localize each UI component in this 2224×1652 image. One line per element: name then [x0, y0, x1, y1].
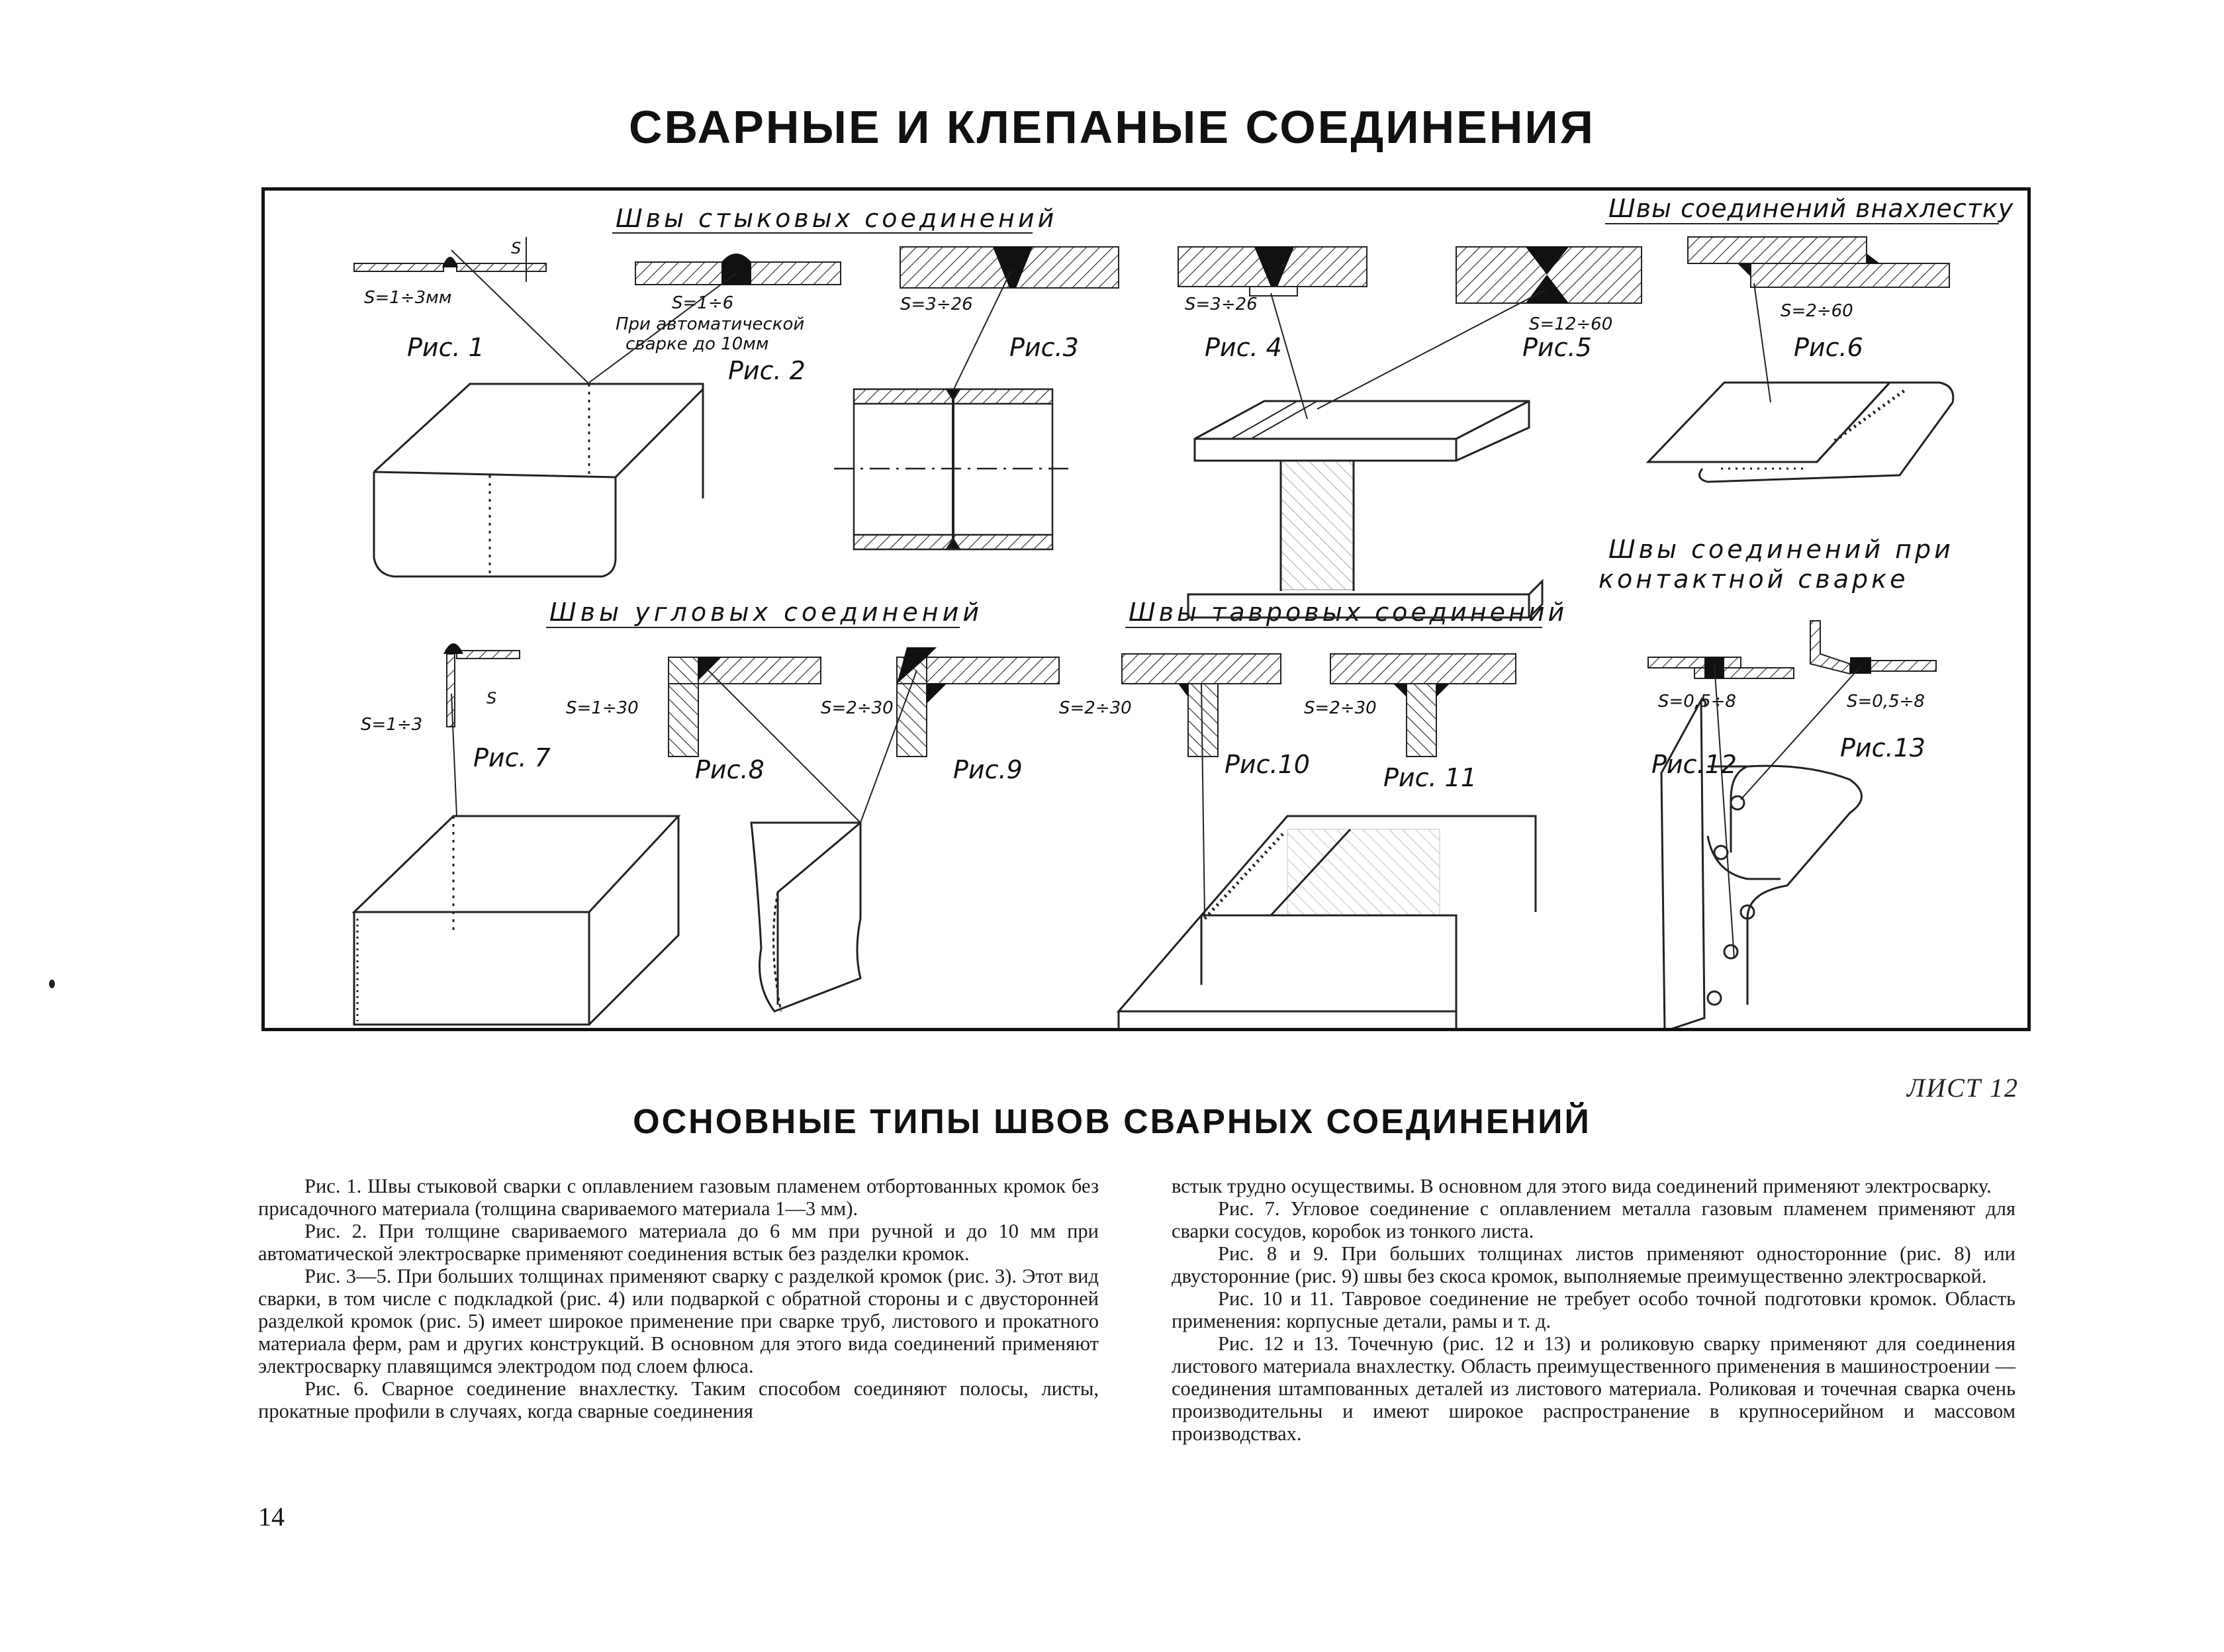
fig6-pointer	[1753, 283, 1771, 403]
fig8-dim: S=1÷30	[566, 698, 639, 718]
section-contact-title-2: контактной сварке	[1598, 565, 1908, 594]
fig10-section	[1121, 653, 1281, 757]
paragraph: Рис. 6. Сварное соединение внахлестку. Т…	[258, 1377, 1099, 1422]
paragraph: Рис. 3—5. При больших толщинах применяют…	[258, 1265, 1099, 1377]
fig3-tube	[834, 388, 1072, 551]
fig7-label: Рис. 7	[473, 743, 551, 772]
fig5-dim: S=12÷60	[1529, 314, 1612, 334]
illustration-frame: Швы стыковых соединений Швы соединений в…	[261, 187, 2031, 1031]
text-column-left: Рис. 1. Швы стыковой сварки с оплавление…	[258, 1175, 1099, 1422]
fig11-dim: S=2÷30	[1304, 698, 1377, 718]
fig12-section	[1647, 657, 1794, 679]
page-title: СВАРНЫЕ И КЛЕПАНЫЕ СОЕДИНЕНИЯ	[629, 101, 1595, 153]
fig6-dim: S=2÷60	[1781, 301, 1853, 321]
fig13-pointer	[1740, 666, 1861, 800]
fig4-5-i-beam	[1187, 400, 1544, 619]
paragraph: Рис. 12 и 13. Точечную (рис. 12 и 13) и …	[1172, 1332, 2016, 1445]
fig1-s-mark: S	[511, 239, 521, 257]
section-corner-title: Швы угловых соединений	[549, 598, 983, 627]
fig10-dim: S=2÷30	[1059, 698, 1132, 718]
fig5-label: Рис.5	[1522, 333, 1592, 362]
section-contact-title-1: Швы соединений при	[1608, 535, 1954, 564]
fig7-s-mark: S	[486, 689, 496, 708]
section-tee-title: Швы тавровых соединений	[1129, 598, 1567, 627]
paragraph: Рис. 10 и 11. Тавровое соединение не тре…	[1172, 1287, 2016, 1332]
fig9-dim: S=2÷30	[821, 698, 894, 718]
fig5-section	[1456, 246, 1642, 304]
fig2-note-2: сварке до 10мм	[626, 334, 768, 354]
fig8-9-corner-part	[750, 821, 862, 1013]
fig8-section	[668, 657, 821, 757]
fig10-pointer	[1201, 683, 1205, 918]
fig3-section	[900, 246, 1119, 289]
section-heading: ОСНОВНЫЕ ТИПЫ ШВОВ СВАРНЫХ СОЕДИНЕНИЙ	[633, 1103, 1591, 1141]
fig6-section	[1687, 236, 1950, 288]
fig7-box	[351, 815, 681, 1026]
fig7-dim: S=1÷3	[361, 715, 422, 735]
fig7-section	[443, 643, 520, 727]
fig5-pointer	[1317, 289, 1546, 410]
fig10-11-tee-part	[1116, 815, 1537, 1028]
fig9-label: Рис.9	[953, 755, 1023, 784]
fig4-pointer	[1270, 293, 1308, 420]
fig1-pointer	[451, 250, 590, 385]
fig2-section	[635, 253, 841, 285]
fig11-label: Рис. 11	[1383, 763, 1477, 792]
fig7-pointer	[451, 693, 457, 817]
fig12-label: Рис.12	[1651, 750, 1737, 779]
fig13-dim: S=0,5÷8	[1847, 692, 1925, 711]
paragraph: встык трудно осуществимы. В основном для…	[1172, 1175, 1992, 1197]
page-number: 14	[258, 1502, 285, 1532]
fig1-box	[373, 383, 704, 578]
fig3-dim: S=3÷26	[900, 295, 973, 314]
paragraph: Рис. 8 и 9. При больших толщинах листов …	[1172, 1242, 2016, 1287]
sheet-number: ЛИСТ 12	[1907, 1073, 2019, 1103]
fig1-label: Рис. 1	[407, 333, 485, 362]
fig2-pointer	[588, 273, 737, 383]
fig8-pointer	[708, 670, 861, 823]
paragraph: Рис. 7. Угловое соединение с оплавлением…	[1172, 1197, 2016, 1242]
margin-mark	[49, 980, 55, 988]
fig6-plates	[1645, 381, 1955, 483]
fig11-section	[1330, 653, 1516, 757]
fig1-dim: S=1÷3мм	[364, 288, 451, 308]
fig9-section	[896, 647, 1060, 757]
fig3-pointer	[952, 269, 1012, 391]
fig8-label: Рис.8	[695, 755, 764, 784]
fig10-label: Рис.10	[1225, 750, 1310, 779]
fig2-dim: S=1÷6	[672, 293, 733, 313]
paragraph: Рис. 2. При толщине свариваемого материа…	[258, 1220, 1099, 1265]
fig3-label: Рис.3	[1009, 333, 1079, 362]
fig1-section	[353, 237, 547, 282]
fig12-13-spot-weld-part	[1660, 696, 1863, 1028]
text-column-right: встык трудно осуществимы. В основном для…	[1172, 1175, 2016, 1445]
section-lap-title: Швы соединений внахлестку	[1608, 194, 2014, 223]
weld-types-drawing: Швы стыковых соединений Швы соединений в…	[351, 194, 2014, 1028]
fig12-pointer	[1714, 663, 1735, 959]
section-butt-title: Швы стыковых соединений	[616, 204, 1057, 233]
fig2-label: Рис. 2	[728, 356, 806, 385]
fig13-section	[1810, 620, 1937, 675]
fig4-dim: S=3÷26	[1185, 295, 1258, 314]
fig9-pointer	[860, 670, 917, 823]
paragraph: Рис. 1. Швы стыковой сварки с оплавление…	[258, 1175, 1099, 1220]
fig6-label: Рис.6	[1794, 333, 1863, 362]
fig4-section	[1178, 246, 1367, 297]
fig4-label: Рис. 4	[1205, 333, 1282, 362]
fig2-note-1: При автоматической	[616, 314, 804, 334]
fig13-label: Рис.13	[1840, 733, 1925, 762]
